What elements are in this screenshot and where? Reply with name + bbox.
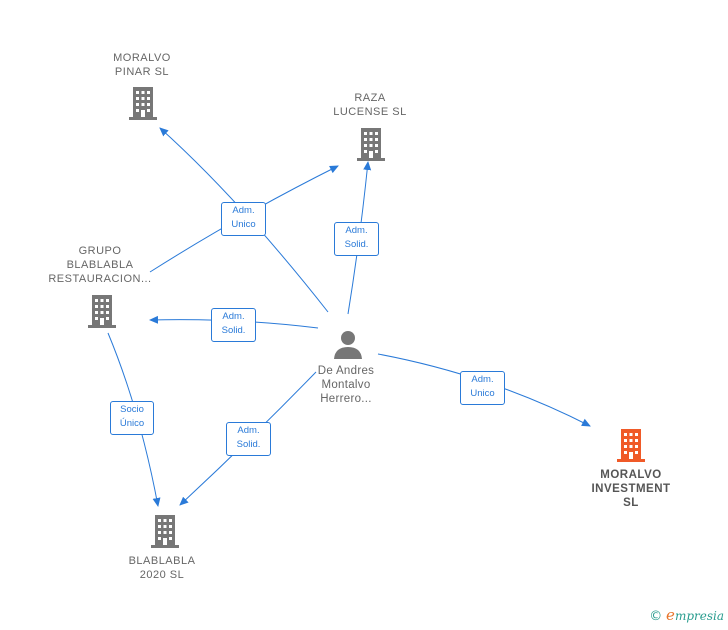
node-blablabla-2020[interactable]: BLABLABLA 2020 SL [112, 554, 212, 582]
node-label-line: INVESTMENT [591, 483, 671, 495]
person-icon [334, 331, 362, 359]
edge-label-line: Adm. [222, 311, 245, 322]
edge-label-line: Adm. [345, 225, 368, 236]
edge-label-line: Unico [231, 219, 256, 230]
node-moralvo-investment[interactable]: MORALVO INVESTMENT SL [576, 468, 686, 510]
node-label-line: LUCENSE SL [333, 106, 407, 118]
node-label-line: RAZA [354, 92, 386, 104]
edge-label-line: Solid. [344, 239, 369, 250]
building-icon [88, 295, 116, 328]
building-icon [129, 87, 157, 120]
edge-label-adm-solid: Adm. Solid. [334, 222, 379, 256]
edge-label-line: Socio [120, 404, 144, 415]
node-label-line: BLABLABLA [128, 555, 196, 567]
edge-label-adm-solid: Adm. Solid. [226, 422, 271, 456]
node-label-line: Montalvo [321, 379, 371, 391]
node-label-line: Herrero... [320, 393, 372, 405]
brand-logo-e: e [666, 606, 675, 624]
edge-label-line: Adm. [237, 425, 260, 436]
building-icon [151, 515, 179, 548]
building-icon-highlight [617, 429, 645, 462]
edge-label-line: Único [119, 418, 145, 429]
node-person[interactable]: De Andres Montalvo Herrero... [296, 364, 396, 406]
brand-logo-text: mpresia [674, 609, 724, 623]
node-label-line: BLABLABLA [66, 259, 134, 271]
node-label-line: PINAR SL [114, 66, 170, 78]
node-raza-lucense[interactable]: RAZA LUCENSE SL [320, 91, 420, 119]
node-label-line: MORALVO [600, 469, 662, 481]
edge-label-line: Unico [470, 388, 495, 399]
brand-footer[interactable]: © empresia [649, 606, 724, 624]
node-label-line: GRUPO [78, 245, 122, 257]
node-label-line: RESTAURACION... [48, 273, 152, 285]
node-label-line: SL [623, 497, 639, 509]
node-label-line: 2020 SL [139, 569, 185, 581]
edge-label-socio-unico: Socio Único [110, 401, 154, 435]
edge-label-line: Adm. [471, 374, 494, 385]
node-label-line: MORALVO [113, 52, 171, 64]
edge-label-adm-unico: Adm. Unico [460, 371, 505, 405]
edge-label-adm-unico: Adm. Unico [221, 202, 266, 236]
node-grupo-blablabla[interactable]: GRUPO BLABLABLA RESTAURACION... [40, 244, 160, 286]
edge-label-line: Solid. [221, 325, 246, 336]
edge-label-line: Solid. [236, 439, 261, 450]
building-icon [357, 128, 385, 161]
edge-label-line: Adm. [232, 205, 255, 216]
node-label-line: De Andres [317, 365, 375, 377]
copyright-icon: © [649, 609, 663, 624]
node-moralvo-pinar[interactable]: MORALVO PINAR SL [92, 51, 192, 79]
edge-label-adm-solid: Adm. Solid. [211, 308, 256, 342]
